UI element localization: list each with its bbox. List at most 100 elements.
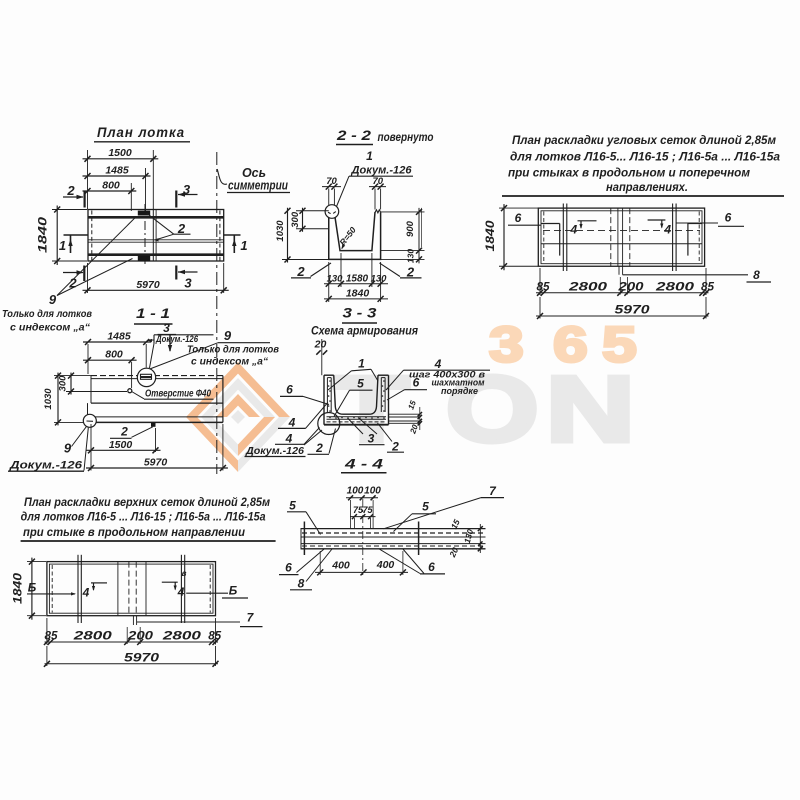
svg-text:направлениях.: направлениях. [606, 180, 688, 194]
svg-text:5970: 5970 [615, 303, 650, 317]
svg-text:шаг 400х300 в: шаг 400х300 в [409, 370, 486, 380]
svg-text:75: 75 [353, 505, 364, 515]
svg-text:6: 6 [413, 376, 420, 390]
svg-text:повернуто: повернуто [378, 132, 434, 144]
svg-text:Только для лотков: Только для лотков [187, 344, 280, 356]
svg-text:шахматном: шахматном [432, 378, 485, 388]
svg-text:3: 3 [183, 182, 191, 197]
svg-text:1580: 1580 [346, 274, 369, 285]
svg-text:400: 400 [331, 560, 350, 572]
svg-text:Докум.-126: Докум.-126 [350, 165, 412, 177]
svg-text:20: 20 [314, 339, 327, 351]
svg-text:7: 7 [489, 484, 497, 498]
svg-text:400: 400 [376, 559, 395, 571]
svg-text:T: T [334, 357, 409, 461]
svg-text:Докум.-126: Докум.-126 [245, 445, 304, 457]
svg-text:1485: 1485 [105, 165, 129, 177]
svg-text:порядке: порядке [441, 386, 478, 396]
svg-text:для лотков Л16-5 ... Л16-15 ;: для лотков Л16-5 ... Л16-15 ; Л16-5а ...… [21, 510, 266, 524]
svg-text:N: N [546, 357, 635, 461]
svg-text:2800: 2800 [161, 629, 201, 643]
svg-text:300: 300 [58, 375, 69, 392]
svg-text:5970: 5970 [124, 651, 159, 665]
svg-text:при стыках в продольном и попе: при стыках в продольном и поперечном [508, 166, 750, 180]
svg-text:O: O [446, 357, 539, 461]
svg-text:6: 6 [515, 211, 522, 225]
svg-text:75: 75 [362, 505, 373, 515]
svg-text:2800: 2800 [655, 280, 695, 294]
svg-text:1500: 1500 [109, 439, 133, 451]
svg-text:2: 2 [406, 265, 415, 280]
svg-text:85: 85 [537, 280, 550, 294]
svg-text:900: 900 [405, 220, 416, 237]
svg-text:с индексом „а“: с индексом „а“ [10, 322, 91, 334]
svg-text:Б: Б [229, 584, 238, 598]
svg-text:1: 1 [240, 238, 247, 253]
svg-text:симметрии: симметрии [228, 179, 288, 193]
svg-text:2: 2 [315, 441, 323, 455]
svg-text:Схема армирования: Схема армирования [311, 324, 418, 338]
svg-text:85: 85 [45, 629, 58, 643]
svg-text:6: 6 [725, 211, 732, 225]
svg-text:1840: 1840 [11, 573, 25, 604]
svg-text:85: 85 [701, 280, 714, 294]
svg-text:Отверстие Ф40: Отверстие Ф40 [145, 388, 211, 400]
svg-text:1 - 1: 1 - 1 [136, 305, 170, 321]
svg-text:9: 9 [224, 328, 232, 343]
svg-text:2800: 2800 [72, 629, 112, 643]
svg-text:1485: 1485 [107, 331, 131, 343]
svg-text:6: 6 [286, 383, 293, 397]
svg-text:6: 6 [428, 560, 435, 574]
svg-text:70: 70 [326, 176, 337, 187]
svg-text:5: 5 [602, 316, 637, 372]
svg-text:5970: 5970 [136, 279, 160, 291]
svg-text:5: 5 [289, 499, 296, 513]
svg-text:2: 2 [66, 183, 75, 198]
svg-text:4 - 4: 4 - 4 [344, 456, 384, 472]
svg-text:20: 20 [408, 423, 420, 436]
svg-text:4: 4 [177, 585, 185, 599]
svg-text:8: 8 [298, 577, 305, 591]
svg-text:План раскладки угловых сеток д: План раскладки угловых сеток длиной 2,85… [512, 133, 776, 147]
svg-text:2: 2 [296, 264, 305, 279]
svg-text:15: 15 [406, 399, 418, 411]
svg-text:4: 4 [434, 357, 442, 371]
svg-text:2: 2 [177, 221, 186, 236]
svg-text:План раскладки верхних сеток д: План раскладки верхних сеток длиной 2,85… [24, 495, 270, 509]
svg-text:15: 15 [449, 518, 462, 531]
svg-text:1: 1 [366, 149, 373, 163]
svg-text:7: 7 [247, 611, 255, 625]
svg-text:4: 4 [285, 432, 293, 446]
svg-text:9: 9 [64, 441, 72, 456]
svg-text:в: в [182, 569, 187, 578]
svg-text:2: 2 [391, 440, 399, 454]
svg-text:1500: 1500 [108, 147, 132, 159]
svg-text:130: 130 [371, 274, 388, 285]
svg-text:4: 4 [288, 416, 296, 430]
svg-text:6: 6 [553, 316, 588, 372]
svg-text:Докум.-126: Докум.-126 [9, 460, 83, 472]
svg-text:2 - 2: 2 - 2 [336, 127, 371, 143]
svg-text:R=50: R=50 [337, 225, 358, 248]
svg-text:85: 85 [208, 629, 221, 643]
svg-text:Только для лотков: Только для лотков [2, 308, 93, 320]
svg-text:2: 2 [120, 425, 128, 439]
svg-text:5: 5 [357, 377, 364, 391]
svg-text:3: 3 [184, 276, 192, 291]
svg-text:1030: 1030 [275, 220, 286, 242]
svg-text:1840: 1840 [483, 220, 497, 251]
svg-text:1840: 1840 [36, 217, 50, 253]
svg-text:20: 20 [447, 546, 461, 560]
svg-text:5970: 5970 [144, 457, 168, 469]
svg-text:3: 3 [368, 432, 375, 446]
svg-text:8: 8 [753, 268, 760, 282]
svg-text:130: 130 [462, 528, 475, 545]
svg-text:1: 1 [358, 357, 365, 371]
svg-text:2: 2 [68, 276, 77, 291]
svg-text:6: 6 [285, 561, 292, 575]
svg-text:Докум.-126: Докум.-126 [155, 334, 198, 345]
svg-text:9: 9 [49, 292, 57, 307]
svg-text:100: 100 [364, 486, 381, 497]
svg-text:3: 3 [489, 316, 524, 372]
svg-text:1840: 1840 [346, 288, 370, 300]
